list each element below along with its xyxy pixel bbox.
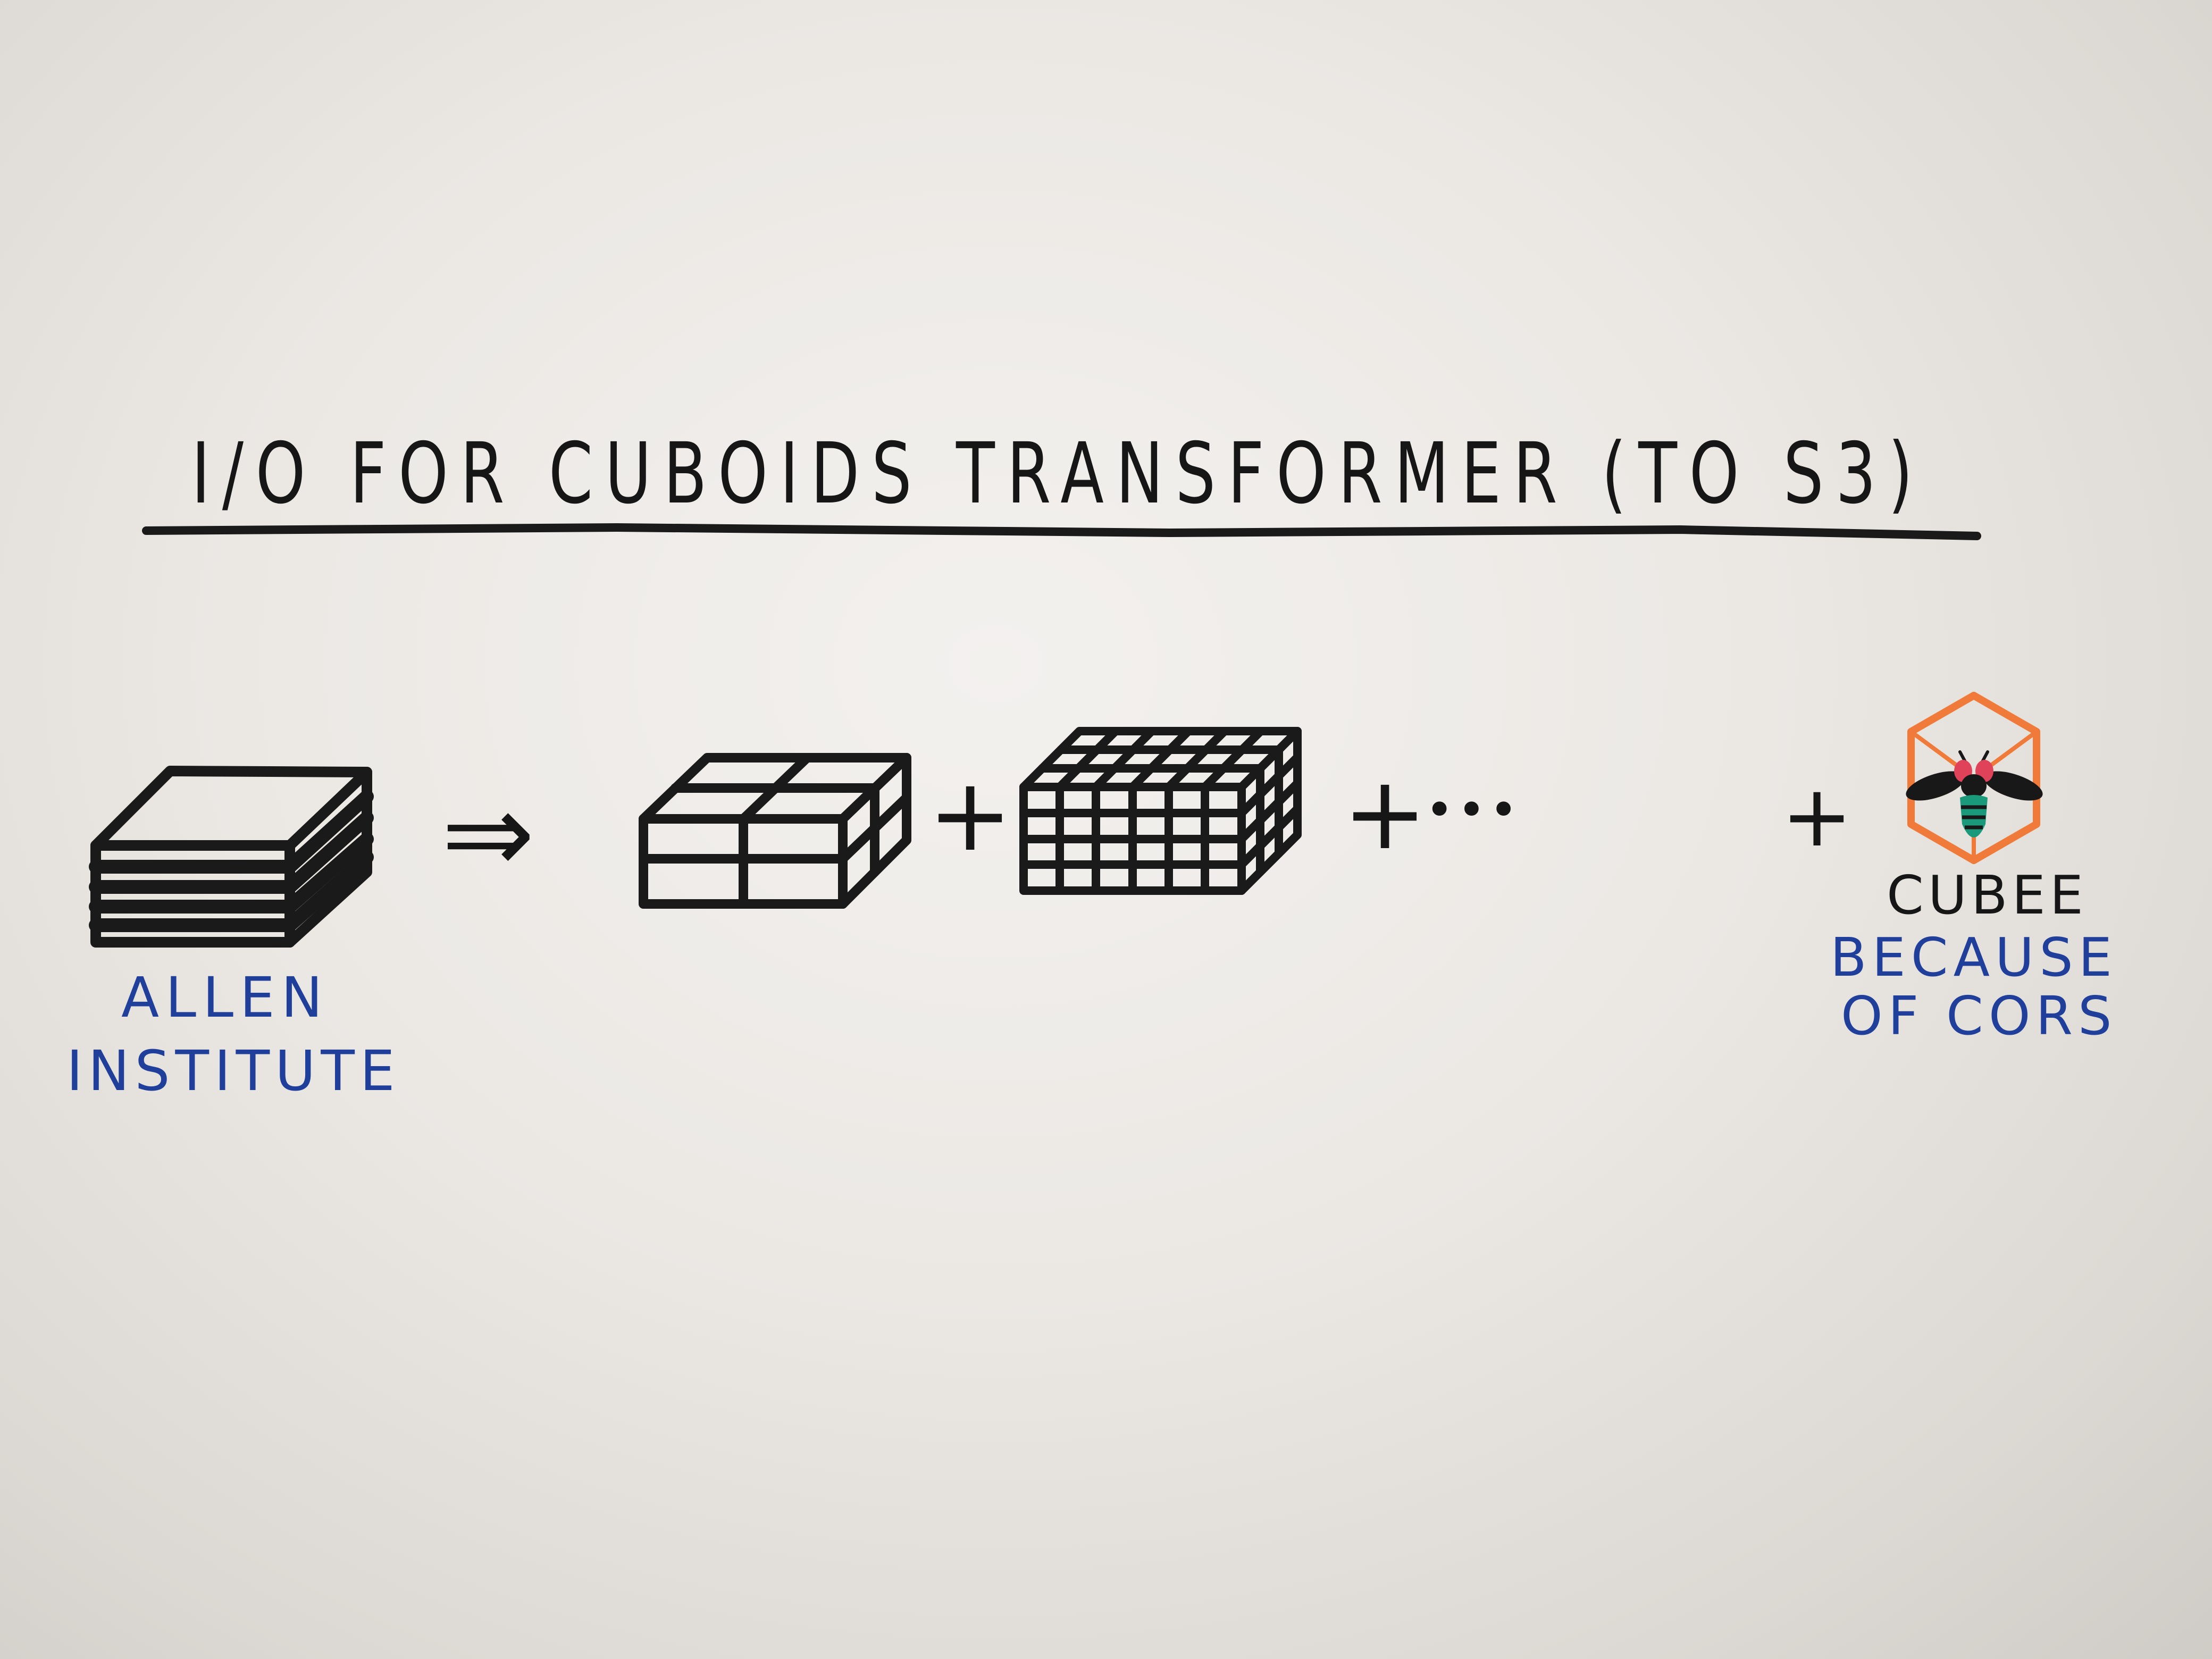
bee-wing-left <box>1906 771 1965 801</box>
cubee-label: CUBEE <box>1887 864 2088 926</box>
fine-chunked-cuboid-icon <box>1019 727 1302 895</box>
plus-sign-3: + <box>1781 766 1853 866</box>
board-title: I/O FOR CUBOIDS TRANSFORMER (TO S3) <box>191 425 1925 523</box>
cubee-logo-icon <box>1906 692 2043 864</box>
cubee-note-line2: OF CORS <box>1841 985 2117 1047</box>
source-stack-icon <box>89 766 374 948</box>
plus-sign-2: + <box>1343 755 1427 872</box>
implies-arrow: ⇒ <box>441 768 535 899</box>
coarse-chunked-cuboid-icon <box>639 753 911 909</box>
bee-stripes <box>1961 805 1987 830</box>
plus-sign-1: + <box>928 756 1012 874</box>
title-underline <box>142 523 1981 540</box>
ellipsis: ••• <box>1425 782 1521 839</box>
source-label-line1: ALLEN <box>121 965 329 1030</box>
cubee-note-line1: BECAUSE <box>1830 926 2117 988</box>
bee-wing-right <box>1983 771 2043 801</box>
source-label-line2: INSTITUTE <box>66 1038 400 1103</box>
bee-thorax <box>1961 774 1987 798</box>
